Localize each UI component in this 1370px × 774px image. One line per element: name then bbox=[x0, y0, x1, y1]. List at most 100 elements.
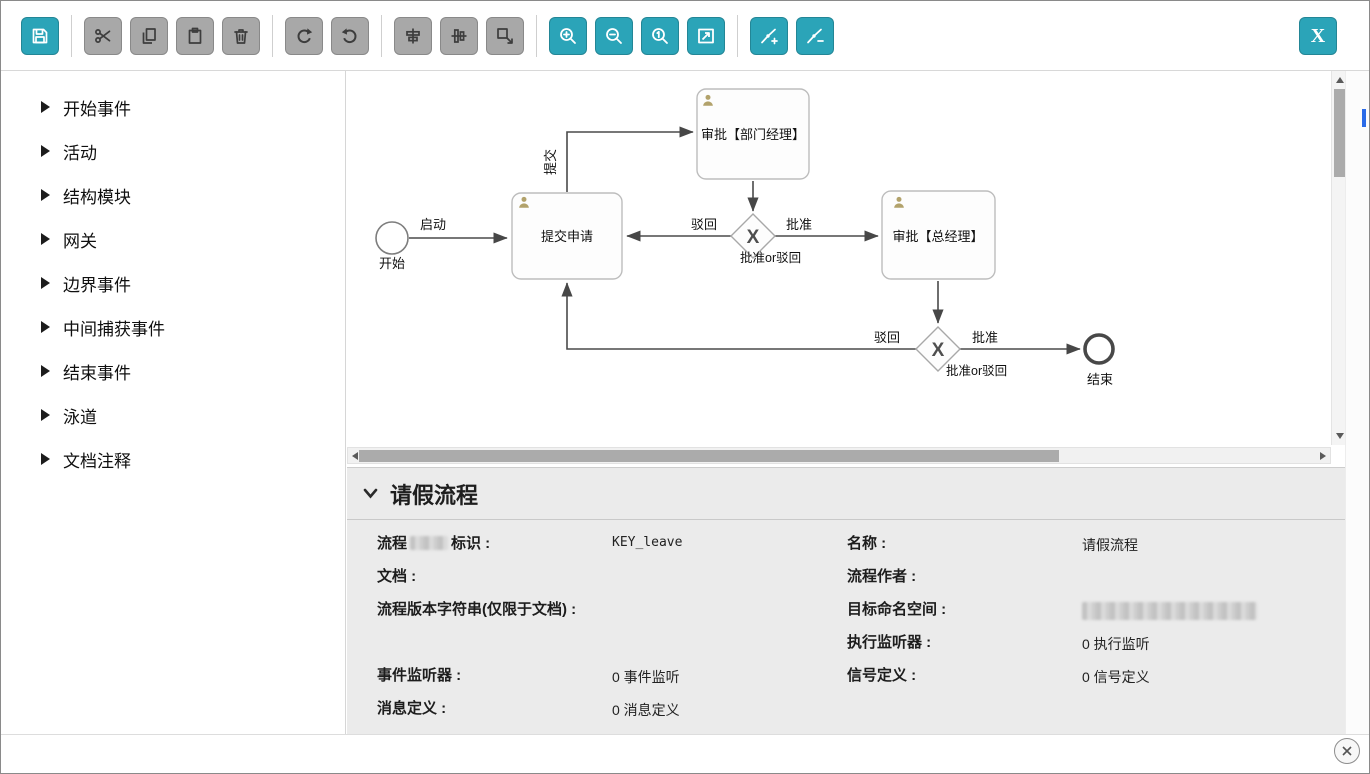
field-value[interactable]: 0 事件监听 bbox=[612, 669, 680, 685]
task-general-manager-approval[interactable] bbox=[881, 190, 996, 280]
palette-item-label: 开始事件 bbox=[63, 99, 131, 119]
end-event[interactable] bbox=[1083, 333, 1115, 365]
diagram-canvas[interactable]: X X 开始 启动 提交申请 审批【部门经理】 审批【总经理】 提交 驳回 批准… bbox=[347, 71, 1331, 445]
field-message-definitions: 消息定义 : 0 消息定义 bbox=[377, 699, 847, 732]
palette-item-structural[interactable]: 结构模块 bbox=[1, 173, 345, 217]
palette-item-end-events[interactable]: 结束事件 bbox=[1, 349, 345, 393]
field-documentation: 文档 : bbox=[377, 567, 847, 600]
field-value[interactable] bbox=[1082, 600, 1317, 623]
align-horizontal-button[interactable] bbox=[394, 16, 432, 55]
task-label-submit: 提交申请 bbox=[541, 229, 593, 244]
start-event-label: 开始 bbox=[379, 256, 405, 271]
field-execution-listeners: 执行监听器 : 0 执行监听 bbox=[847, 633, 1317, 666]
zoom-fit-button[interactable] bbox=[687, 16, 725, 55]
cut-button[interactable] bbox=[84, 16, 122, 55]
palette-item-swimlanes[interactable]: 泳道 bbox=[1, 393, 345, 437]
palette-item-start-events[interactable]: 开始事件 bbox=[1, 85, 345, 129]
canvas-vertical-scrollbar[interactable] bbox=[1331, 71, 1347, 445]
toolbar-separator bbox=[272, 14, 273, 57]
add-bendpoint-button[interactable] bbox=[750, 16, 788, 55]
zoom-actual-button[interactable] bbox=[641, 16, 679, 55]
flow-label-gw2-reject: 驳回 bbox=[874, 330, 900, 345]
delete-button[interactable] bbox=[222, 16, 260, 55]
field-value[interactable] bbox=[1082, 567, 1317, 568]
cut-icon bbox=[95, 28, 111, 43]
copy-icon bbox=[142, 27, 156, 44]
zoom-in-icon bbox=[560, 27, 576, 44]
field-value[interactable]: 0 执行监听 bbox=[1082, 636, 1150, 652]
field-value[interactable]: 0 信号定义 bbox=[1082, 669, 1150, 685]
canvas-horizontal-scrollbar[interactable] bbox=[347, 447, 1331, 464]
scroll-up-arrow[interactable] bbox=[1332, 73, 1347, 87]
undo-button[interactable] bbox=[331, 16, 369, 55]
same-size-button[interactable] bbox=[486, 16, 524, 55]
gateway2-caption: 批准or驳回 bbox=[946, 363, 1007, 378]
chevron-down-icon bbox=[363, 488, 378, 499]
field-value[interactable] bbox=[612, 600, 847, 601]
field-label: 流程作者 : bbox=[847, 568, 917, 585]
page-scrollbar[interactable] bbox=[1345, 71, 1369, 734]
trash-icon bbox=[234, 28, 248, 44]
field-value[interactable] bbox=[612, 567, 847, 568]
start-event[interactable] bbox=[375, 221, 409, 255]
task-dept-manager-approval[interactable] bbox=[696, 88, 810, 180]
vertical-scroll-thumb[interactable] bbox=[1334, 89, 1345, 177]
zoom-in-button[interactable] bbox=[549, 16, 587, 55]
toolbar-separator bbox=[381, 14, 382, 57]
palette-item-artifacts[interactable]: 文档注释 bbox=[1, 437, 345, 481]
palette-item-activities[interactable]: 活动 bbox=[1, 129, 345, 173]
scroll-left-arrow[interactable] bbox=[348, 448, 362, 463]
paste-button[interactable] bbox=[176, 16, 214, 55]
field-value[interactable]: KEY_leave bbox=[612, 535, 683, 550]
properties-panel: 请假流程 流程标识 : KEY_leave 文档 : 流程版本字符串(仅限于文档… bbox=[347, 467, 1347, 734]
user-task-icon bbox=[703, 94, 713, 106]
field-label: 信号定义 : bbox=[847, 667, 917, 684]
save-button[interactable] bbox=[21, 16, 59, 55]
palette-item-label: 网关 bbox=[63, 231, 97, 251]
chevron-right-icon bbox=[41, 321, 50, 333]
palette-item-label: 文档注释 bbox=[63, 451, 131, 471]
flow-gateway2-reject-to-submit[interactable] bbox=[561, 282, 916, 350]
remove-bendpoint-button[interactable] bbox=[796, 16, 834, 55]
exclusive-gateway-1[interactable] bbox=[730, 213, 776, 259]
horizontal-scroll-thumb[interactable] bbox=[359, 450, 1059, 462]
chevron-right-icon bbox=[41, 189, 50, 201]
task-label-dept-manager: 审批【部门经理】 bbox=[701, 127, 805, 142]
palette-item-label: 边界事件 bbox=[63, 275, 131, 295]
page-scroll-marker bbox=[1362, 109, 1366, 127]
bottom-strip bbox=[1, 734, 1369, 773]
palette-item-label: 结构模块 bbox=[63, 187, 131, 207]
task-submit-request[interactable] bbox=[511, 192, 623, 280]
process-title: 请假流程 bbox=[390, 482, 479, 508]
flow-label-gw1-reject: 驳回 bbox=[691, 217, 717, 232]
copy-button[interactable] bbox=[130, 16, 168, 55]
page-close-button[interactable] bbox=[1334, 738, 1360, 764]
add-bendpoint-icon bbox=[761, 28, 778, 44]
redacted-area bbox=[1082, 602, 1257, 620]
field-event-listeners: 事件监听器 : 0 事件监听 bbox=[377, 666, 847, 699]
flow-submit-to-dept-manager[interactable] bbox=[566, 126, 694, 192]
align-vertical-button[interactable] bbox=[440, 16, 478, 55]
remove-bendpoint-icon bbox=[807, 28, 824, 43]
field-label: 流程标识 : bbox=[377, 535, 491, 552]
field-value[interactable]: 0 消息定义 bbox=[612, 702, 680, 718]
field-label: 名称 : bbox=[847, 535, 887, 552]
palette-item-boundary-events[interactable]: 边界事件 bbox=[1, 261, 345, 305]
zoom-out-button[interactable] bbox=[595, 16, 633, 55]
palette-item-intermediate-events[interactable]: 中间捕获事件 bbox=[1, 305, 345, 349]
task-label-general-manager: 审批【总经理】 bbox=[892, 229, 983, 244]
toolbar-separator bbox=[536, 14, 537, 57]
scroll-right-arrow[interactable] bbox=[1316, 448, 1330, 463]
close-editor-button[interactable]: X bbox=[1299, 17, 1337, 55]
field-label: 执行监听器 : bbox=[847, 634, 932, 651]
palette-item-label: 结束事件 bbox=[63, 363, 131, 383]
scroll-down-arrow[interactable] bbox=[1332, 429, 1347, 443]
chevron-right-icon bbox=[41, 101, 50, 113]
field-value[interactable]: 请假流程 bbox=[1082, 537, 1138, 553]
redo-button[interactable] bbox=[285, 16, 323, 55]
properties-header[interactable]: 请假流程 bbox=[347, 468, 1347, 520]
exclusive-gateway-2[interactable] bbox=[915, 326, 961, 372]
palette-item-gateways[interactable]: 网关 bbox=[1, 217, 345, 261]
chevron-right-icon bbox=[41, 409, 50, 421]
palette-item-label: 泳道 bbox=[63, 407, 97, 427]
